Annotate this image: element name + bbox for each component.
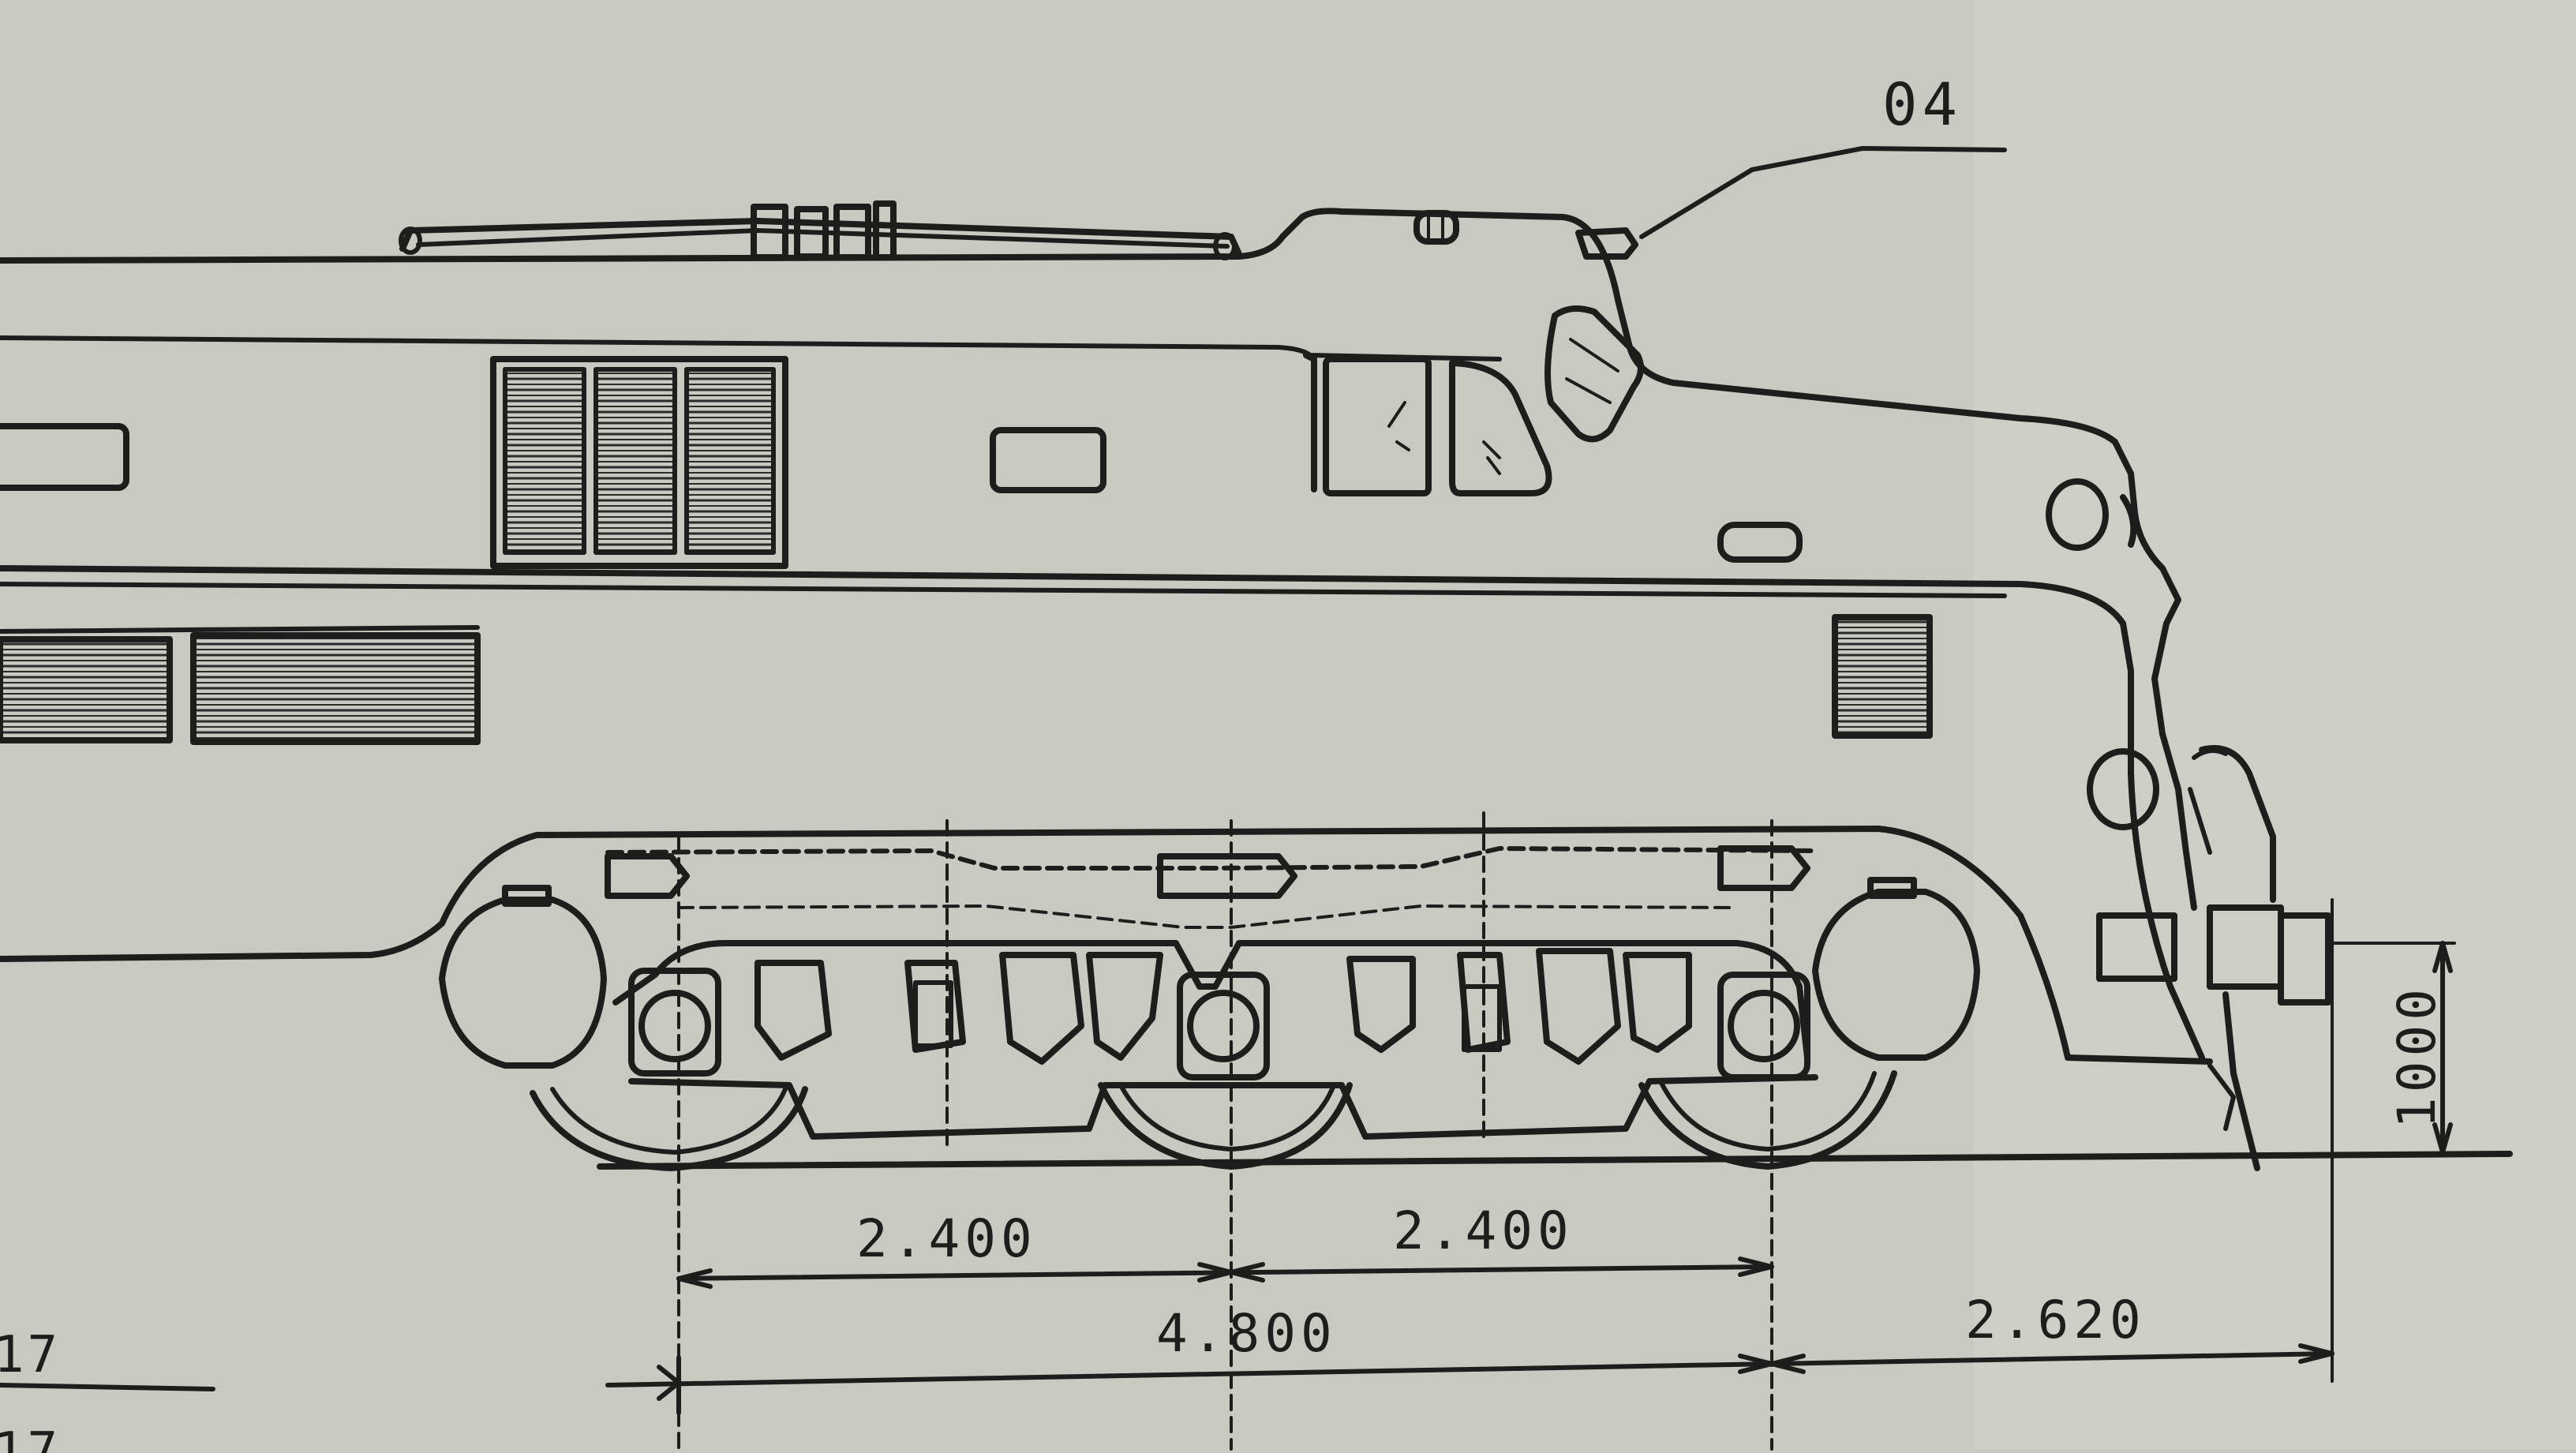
dim-left-partial-1: 17 <box>0 1326 61 1384</box>
side-windows <box>0 305 1933 745</box>
dim-axle-spacing-1: 2.400 <box>856 1208 1037 1269</box>
locomotive-body <box>0 208 2213 1065</box>
callout-label: 04 <box>1882 71 1962 139</box>
dimension-lines <box>0 941 2456 1415</box>
dim-left-partial-2: 17 <box>0 1422 61 1453</box>
centre-lines <box>677 811 2334 1451</box>
callout-04: 04 <box>1639 71 2007 239</box>
dim-bogie-wheelbase: 4.800 <box>1156 1303 1337 1364</box>
rail-line <box>597 1151 2513 1170</box>
dim-end-overhang: 2.620 <box>1965 1290 2146 1350</box>
bogie-assembly <box>439 845 1980 1140</box>
dimension-labels: 2.400 2.400 4.800 2.620 1000 17 17 <box>0 984 2447 1453</box>
dim-buffer-height: 1000 <box>2387 984 2447 1129</box>
front-equipment <box>2046 478 2331 1171</box>
pantograph <box>399 200 1638 260</box>
suspension-blocks <box>754 948 1692 1065</box>
dim-axle-spacing-2: 2.400 <box>1393 1200 1574 1261</box>
